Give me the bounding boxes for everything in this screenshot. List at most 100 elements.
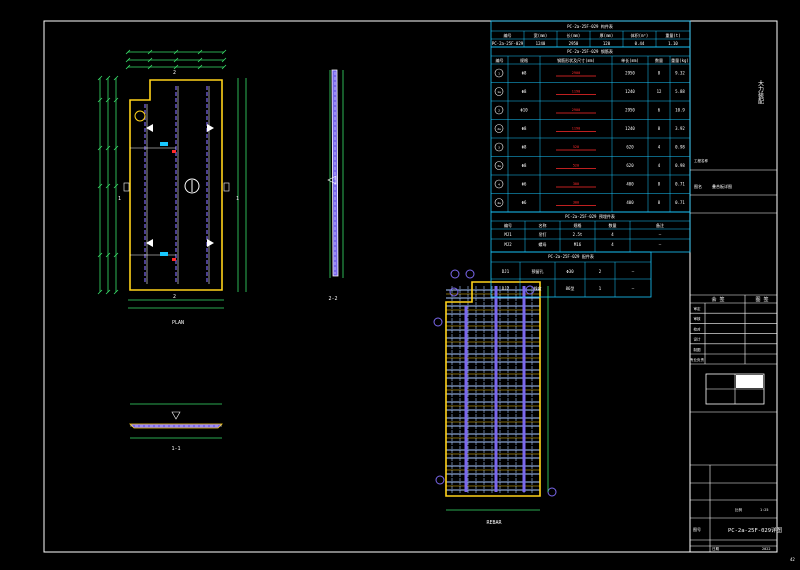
t4-row-0-cell-0: DJ1: [502, 269, 510, 274]
t3-header-cell-3: 数量: [609, 222, 617, 228]
section-2-2-label: 2-2: [328, 296, 337, 302]
company-name: 大力装配: [757, 79, 764, 105]
t2-header-cell-2: 钢筋形状及尺寸(mm): [557, 57, 595, 63]
t1-row-cell-3: 120: [603, 41, 611, 46]
rebar-qty: 8: [658, 126, 661, 131]
table4-title: PC-2a-25F-029 配件表: [548, 253, 594, 259]
rebar-shape: 520: [573, 164, 579, 168]
t4-row-0-cell-4: —: [632, 269, 635, 274]
t4-row-1-cell-0: DJ2: [502, 286, 510, 291]
drawing-no-label: 图号: [693, 526, 701, 532]
rebar-spec: Φ8: [522, 163, 527, 168]
t2-header-cell-0: 编号: [496, 57, 504, 63]
rebar-callout-3: [433, 317, 443, 327]
t4-row-1-cell-2: 86型: [566, 285, 575, 291]
rebar-length: 400: [626, 182, 634, 187]
rebar-spec: Φ8: [522, 126, 527, 131]
rebar-qty: 8: [658, 182, 661, 187]
t1-header-cell-5: 重量(t): [665, 32, 680, 38]
schedule-tables: PC-2a-25F-029 构件表 编号宽(mm)长(mm)厚(mm)体积(m³…: [490, 20, 691, 298]
rebar-id: 4: [498, 183, 500, 187]
t1-header-cell-3: 厚(mm): [600, 33, 614, 38]
section-2-2: 2-2: [327, 69, 344, 302]
sign-row-label: 校对: [694, 326, 702, 331]
t3-header-cell-4: 备注: [656, 222, 664, 228]
t1-row-cell-0: PC-2a-25F-029: [492, 41, 524, 46]
rebar-length: 620: [626, 145, 634, 150]
t1-header-cell-1: 宽(mm): [534, 32, 548, 38]
rebar-weight: 0.98: [675, 163, 685, 168]
t4-row-1-cell-1: 线盒: [534, 285, 542, 291]
t1-row-cell-1: 1240: [536, 41, 546, 46]
rebar-weight: 0.71: [675, 200, 685, 205]
t3-header-cell-2: 规格: [574, 222, 582, 228]
t4-row-0-cell-2: Φ30: [566, 269, 574, 274]
sign-row-label: 审核: [694, 316, 702, 321]
drawing-no: PC-2a-25F-029详图: [728, 526, 783, 534]
t2-header-cell-3: 单长(mm): [621, 57, 639, 63]
rebar-weight: 0.98: [675, 145, 685, 150]
table3-title: PC-2a-25F-029 预埋件表: [565, 213, 615, 219]
rebar-plan: REBAR: [433, 269, 557, 526]
rebar-weight: 3.92: [675, 126, 685, 131]
rebar-callout-2: [525, 285, 535, 295]
sign-row-label: 制图: [694, 347, 702, 352]
rebar-id: 3a: [497, 164, 501, 168]
rebar-callout-0: [450, 269, 460, 279]
rebar-shape: 1190: [572, 127, 580, 131]
rebar-id: 1a: [497, 90, 501, 94]
rebar-weight: 0.71: [675, 182, 685, 187]
rebar-id: 4a: [497, 201, 501, 205]
rebar-id: 3: [498, 146, 500, 150]
t3-row-0-cell-2: 2.5t: [573, 232, 583, 237]
drawing-name: 叠合板详图: [712, 183, 732, 189]
scale-label: 比例: [735, 507, 743, 512]
rebar-length: 1240: [625, 126, 635, 131]
rebar-length: 620: [626, 163, 634, 168]
sign-header-right: 图 签: [755, 296, 768, 303]
sign-row-label: 审定: [694, 306, 702, 311]
sheet-number: 42: [790, 557, 795, 562]
t3-row-0-cell-3: 4: [611, 232, 614, 237]
rebar-shape: 2900: [572, 108, 580, 112]
svg-text:1: 1: [236, 196, 239, 202]
rebar-qty: 8: [658, 71, 661, 76]
rebar-shape: 300: [573, 201, 579, 205]
t3-row-1-cell-4: —: [659, 242, 662, 247]
sign-row-label: 专业负责: [690, 357, 704, 362]
t1-header-cell-4: 体积(m³): [631, 32, 649, 38]
rebar-spec: Φ6: [522, 182, 527, 187]
drawing-name-label: 图名: [694, 183, 702, 189]
t3-row-1-cell-2: M16: [574, 242, 582, 247]
rebar-id: 2: [498, 109, 500, 113]
rebar-weight: 9.32: [675, 71, 685, 76]
t2-header-cell-4: 数量: [655, 57, 663, 63]
t4-row-1-cell-4: —: [632, 286, 635, 291]
rebar-callout-1: [465, 269, 475, 279]
svg-text:1: 1: [118, 196, 121, 202]
rebar-qty: 12: [657, 89, 662, 94]
rebar-shape: 2900: [572, 71, 580, 75]
rebar-length: 1240: [625, 89, 635, 94]
project-label: 工程名称: [694, 158, 708, 163]
svg-text:2: 2: [173, 294, 176, 300]
t3-row-0-cell-1: 吊钉: [539, 231, 547, 237]
t3-row-1-cell-0: MJ2: [504, 242, 512, 247]
rebar-qty: 4: [658, 163, 661, 168]
section-1-1: 1-1: [129, 403, 223, 452]
rebar-length: 2950: [625, 71, 635, 76]
t3-row-0-cell-0: MJ1: [504, 232, 512, 237]
t4-row-1-cell-3: 1: [599, 286, 602, 291]
rebar-spec: Φ8: [522, 89, 527, 94]
title-block: 大力装配 工程名称 图名 叠合板详图 会 签 图 签 审定审核校对设计制图专业负…: [690, 79, 783, 552]
rebar-qty: 6: [658, 108, 661, 113]
plan-view: 1 1 2 2 PLAN: [97, 49, 247, 326]
sign-row-label: 设计: [694, 337, 702, 342]
rebar-callout-4: [435, 475, 445, 485]
date-label: 日期: [712, 546, 720, 551]
t3-row-0-cell-4: —: [659, 232, 662, 237]
rebar-callout-6: [449, 287, 459, 297]
t3-header-cell-1: 名称: [539, 222, 547, 228]
